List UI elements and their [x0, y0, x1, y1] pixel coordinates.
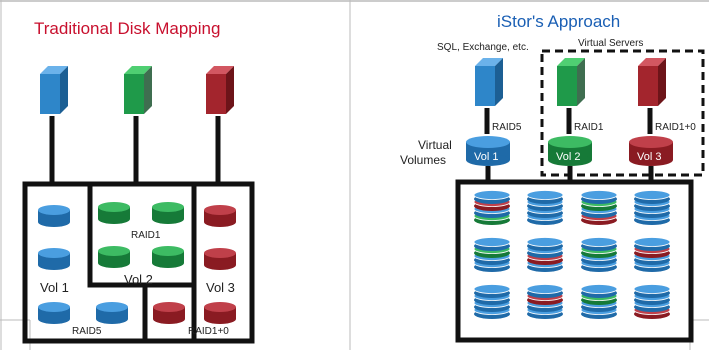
virtual-volumes-label: Virtual Volumes [400, 138, 455, 167]
disk-red-icon [204, 205, 236, 227]
vol3-label: Vol 3 [637, 151, 661, 163]
pool-disk-stack [580, 237, 618, 272]
raid10-label: RAID1+0 [655, 122, 696, 133]
vol1-label: Vol 1 [474, 151, 498, 163]
left-title: Traditional Disk Mapping [34, 19, 220, 38]
raid10-label: RAID1+0 [188, 326, 229, 337]
disk-green-icon [152, 246, 184, 268]
pool-disk-stack [633, 190, 671, 225]
vol3-cylinder [629, 136, 673, 166]
disk-red-icon [204, 248, 236, 270]
disk-red-icon [204, 302, 236, 324]
raid1-label: RAID1 [131, 230, 161, 241]
vol2-label: Vol 2 [556, 151, 580, 163]
vol2-cylinder [548, 136, 592, 166]
pool-disk-stack [526, 190, 564, 225]
raid5-label: RAID5 [492, 122, 522, 133]
raid1-label: RAID1 [574, 122, 604, 133]
server-green-icon [124, 66, 152, 114]
storage-pool-disks [473, 190, 671, 319]
pool-disk-stack [473, 284, 511, 319]
server-red-icon [638, 58, 666, 106]
pool-disk-stack [580, 190, 618, 225]
vol3-label: Vol 3 [206, 280, 235, 295]
server-green-icon [557, 58, 585, 106]
sql-exchange-label: SQL, Exchange, etc. [437, 42, 529, 53]
disk-blue-icon [38, 302, 70, 324]
disk-blue-icon [96, 302, 128, 324]
pool-disk-stack [580, 284, 618, 319]
disk-blue-icon [38, 248, 70, 270]
server-red-icon [206, 66, 234, 114]
storage-pool-box [455, 179, 694, 343]
pool-disk-stack [633, 237, 671, 272]
disk-green-icon [152, 202, 184, 224]
disk-green-icon [98, 202, 130, 224]
pool-disk-stack [526, 237, 564, 272]
virtual-volumes-line-2: Volumes [400, 153, 446, 167]
disk-red-icon [153, 302, 185, 324]
virtual-volumes-line-1: Virtual [418, 138, 452, 152]
disk-blue-icon [38, 205, 70, 227]
vol2-label: Vol 2 [124, 272, 153, 287]
vol1-cylinder [466, 136, 510, 166]
pool-disk-stack [473, 190, 511, 225]
virtual-servers-box [540, 49, 705, 177]
pool-disk-stack [526, 284, 564, 319]
server-blue-icon [40, 66, 68, 114]
pool-disk-stack [473, 237, 511, 272]
raid5-label: RAID5 [72, 326, 102, 337]
pool-disk-stack [633, 284, 671, 319]
disk-green-icon [98, 246, 130, 268]
right-title: iStor's Approach [497, 12, 620, 31]
virtual-servers-label: Virtual Servers [578, 38, 643, 49]
server-blue-icon [475, 58, 503, 106]
vol1-label: Vol 1 [40, 280, 69, 295]
